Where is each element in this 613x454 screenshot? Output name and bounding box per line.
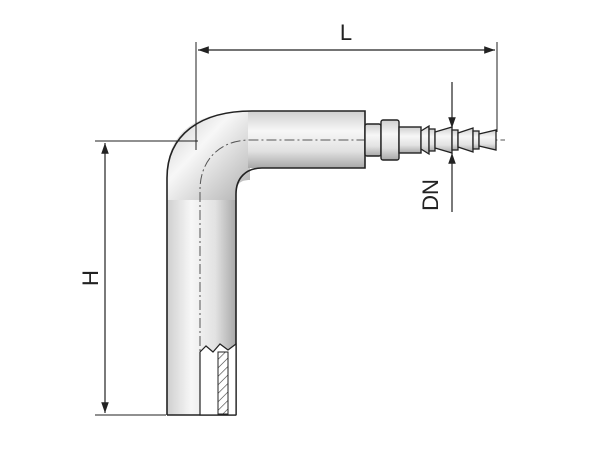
connector-hex-nut (380, 119, 400, 161)
barb-3 (457, 127, 474, 153)
elbow-pipe-body (166, 110, 505, 416)
barb-1 (420, 124, 430, 156)
pipe-centerline (199, 139, 505, 400)
dimension-length: L (195, 20, 498, 150)
barb-ring-1 (428, 128, 436, 152)
barb-tip (478, 129, 497, 151)
connector-neck (398, 126, 422, 154)
length-label: L (340, 20, 352, 45)
barb-ring-3 (472, 130, 480, 150)
barb-2 (434, 126, 453, 154)
hose-barb-connector (364, 119, 497, 161)
cutaway-wall-hatch (217, 351, 229, 415)
dimension-height: H (78, 140, 198, 416)
barb-ring-2 (451, 129, 459, 151)
nominal-diameter-label: DN (418, 179, 443, 211)
height-label: H (78, 270, 103, 286)
pipe-bend (167, 111, 250, 200)
pipe-outline (166, 110, 366, 415)
connector-collar (364, 123, 382, 157)
dimension-nominal-diameter: DN (418, 82, 456, 212)
